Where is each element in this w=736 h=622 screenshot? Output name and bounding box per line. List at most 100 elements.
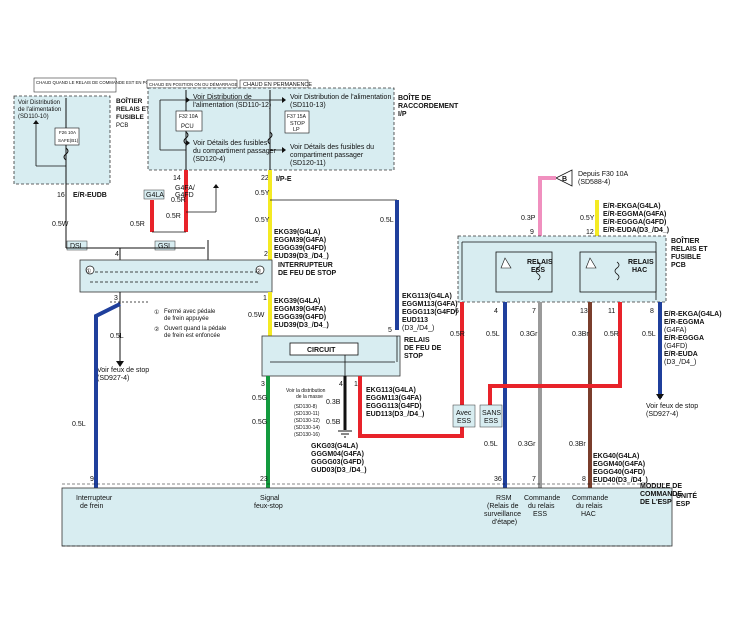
ground-conn-3: GGGG03(G4FD): [311, 459, 364, 466]
module-lbl-ess-2: du relais: [528, 503, 555, 510]
fuse-f32-label: F32 10A: [179, 114, 199, 120]
ground-conn-1: GKG03(G4LA): [311, 443, 358, 450]
switch-pin-4: 4: [115, 251, 119, 258]
brake-switch-box: [79, 259, 273, 293]
junction-ref-c-3: (SD120-4): [193, 156, 225, 163]
right-c2: E/R-EGGMA(G4FA): [603, 211, 666, 218]
right-p8: 8: [650, 308, 654, 315]
left-title-4: PCB: [116, 123, 128, 129]
relay-low-3: EGGG113(G4FD): [366, 403, 422, 410]
with-ess-2: ESS: [457, 418, 471, 425]
wire-05l-top: 0.5L: [380, 217, 394, 224]
fuse-f37-name-1: STOP: [290, 121, 305, 127]
module-lbl-ess-3: ESS: [533, 511, 547, 518]
left-wire-05w: 0.5W: [52, 221, 69, 228]
left-ref-3: (SD110-10): [18, 114, 49, 120]
relay-conn-5: (D3_/D4_): [402, 325, 434, 332]
module-lbl-hac-3: HAC: [581, 511, 596, 518]
stop-ref-left-2: (SD927-4): [97, 375, 129, 382]
junction-ref-d-1: Voir Détails des fusibles du: [290, 144, 374, 151]
wire-05r-b: 0.5R: [130, 221, 145, 228]
relay-pin-4: 4: [339, 381, 343, 388]
relay-hac-2: HAC: [632, 267, 647, 274]
relay-hac-box: [579, 251, 657, 293]
switch-title-1: INTERRUPTEUR: [278, 262, 333, 269]
junction-ref-b-2: (SD110-13): [290, 102, 326, 109]
wire-05r-a: 0.5R: [171, 197, 186, 204]
switch-bot-4: EUD39(D3_/D4_): [274, 322, 329, 329]
fuse-f37: [284, 110, 310, 134]
esp-conn-4: EUD40(D3_/D4_): [593, 477, 648, 484]
module-pin-7: 7: [532, 476, 536, 483]
relay-low-2: EGGM113(G4FA): [366, 395, 422, 402]
module-lbl-rsm-3: surveillance: [484, 511, 521, 518]
wire-03b: 0.3B: [326, 399, 341, 406]
relay-pin-3: 3: [261, 381, 265, 388]
wire-05w-mid: 0.5W: [248, 312, 265, 319]
ground-g3: (SD130-12): [294, 418, 320, 424]
right-title-3: FUSIBLE: [671, 254, 701, 261]
switch-bot-1: EKG39(G4LA): [274, 298, 320, 305]
without-ess-tag: [479, 404, 503, 428]
module-lbl-hac-1: Commande: [572, 495, 608, 502]
switch-top-4: EUD39(D3_/D4_): [274, 253, 329, 260]
ground-ref-2: de la masse: [296, 394, 323, 400]
switch-pin-3: 3: [114, 295, 118, 302]
relay-low-4: EUD113(D3_/D4_): [366, 411, 424, 418]
module-pin-36: 36: [494, 476, 502, 483]
right-d4: E/R-EGGGA: [664, 335, 704, 342]
junction-ref-a-1: Voir Distribution de: [193, 94, 252, 101]
relay-ess-2: ESS: [531, 267, 545, 274]
relay-title-1: RELAIS: [404, 337, 430, 344]
junction-ref-d-3: (SD120-11): [290, 160, 326, 167]
module-title-3: MODULE DE: [640, 483, 682, 490]
right-pin-9: 9: [530, 229, 534, 236]
module-title-2: ESP: [676, 501, 690, 508]
switch-c2-right: ②: [256, 268, 261, 275]
ground-g1: (SD130-8): [294, 404, 317, 410]
fuse-f32: [175, 110, 203, 132]
right-p6: 6: [455, 308, 459, 315]
tag-g4la: G4LA: [146, 192, 164, 199]
wire-05r-r1: 0.5R: [450, 331, 465, 338]
right-d6: E/R-EUDA: [664, 351, 698, 358]
relay-title-3: STOP: [404, 353, 423, 360]
switch-top-2: EGGM39(G4FA): [274, 237, 326, 244]
wire-05y-a: 0.5Y: [255, 190, 270, 197]
ground-ref-1: Voir la distribution: [286, 388, 326, 394]
left-title-1: BOÎTIER: [116, 96, 143, 105]
switch-pin-2: 2: [264, 251, 268, 258]
gsl-splice: GSL: [158, 243, 172, 250]
tag-g4fa-2: G4FD: [175, 192, 194, 199]
wire-05g-a: 0.5G: [252, 395, 267, 402]
switch-top-1: EKG39(G4LA): [274, 229, 320, 236]
stop-relay-box: [261, 335, 401, 377]
right-c4: E/R-EUDA(D3_/D4_): [603, 227, 669, 234]
with-ess-1: Avec: [456, 410, 472, 417]
without-ess-2: ESS: [484, 418, 498, 425]
relay-ess-1: RELAIS: [527, 259, 553, 266]
relay-conn-2: EGGM113(G4FA): [402, 301, 458, 308]
module-title-5: DE L'ESP: [640, 499, 672, 506]
wire-05b: 0.5B: [326, 419, 341, 426]
relay-conn-1: EKG113(G4LA): [402, 293, 452, 300]
module-pin-8: 8: [582, 476, 586, 483]
switch-title-2: DE FEU DE STOP: [278, 270, 337, 277]
junction-conn: I/P-E: [276, 176, 292, 183]
stop-ref-left-1: Voir feux de stop: [97, 367, 149, 374]
run-start-text: CHAUD EN POSITION ON OU DÉMARRAGE: [149, 82, 237, 87]
wire-05g-b: 0.5G: [252, 419, 267, 426]
stop-ref-right-2: (SD927-4): [646, 411, 678, 418]
right-p7: 7: [532, 308, 536, 315]
junction-title-1: BOÎTE DE: [398, 93, 431, 102]
right-d3: (G4FA): [664, 327, 687, 334]
wire-03p: 0.3P: [521, 215, 536, 222]
relay-conn-3: EGGG113(G4FD): [402, 309, 458, 316]
fuse-f37-label: F37 15A: [287, 114, 307, 120]
left-fuse-label: F26 10A: [59, 130, 76, 135]
wire-03br-e: 0.3Br: [569, 441, 586, 448]
with-ess-tag: [452, 404, 476, 428]
wire-03br: 0.3Br: [572, 331, 589, 338]
